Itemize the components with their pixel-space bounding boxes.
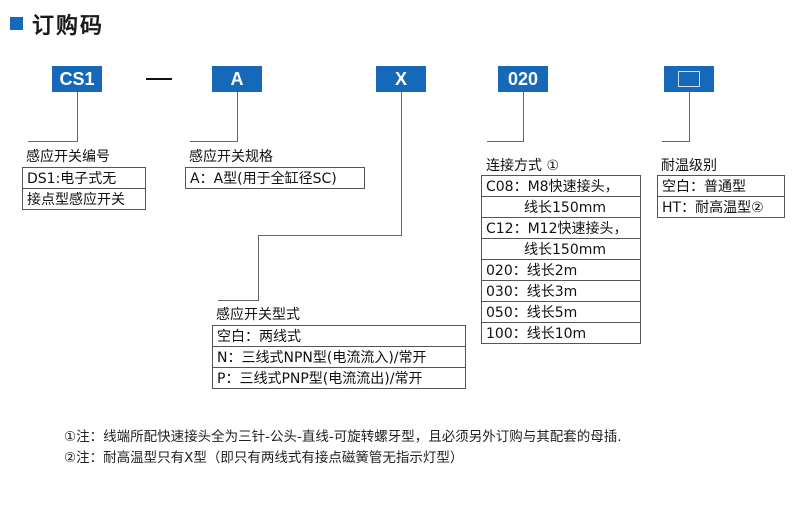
connector-line <box>77 92 78 142</box>
code-series: CS1 <box>59 68 95 89</box>
table-cell: C08：M8快速接头， <box>481 175 641 197</box>
sensor-spec-title: 感应开关规格 <box>189 149 273 165</box>
code-type: X <box>394 68 407 89</box>
code-sensor-box: A <box>212 66 262 92</box>
table-cell: 空白：两线式 <box>212 325 466 347</box>
table-cell: 接点型感应开关 <box>22 188 146 210</box>
table-cell: A：A型(用于全缸径SC) <box>185 167 365 189</box>
sensor-type-title: 感应开关型式 <box>216 307 300 323</box>
code-temp-box <box>664 66 714 92</box>
connector-line <box>523 92 524 142</box>
table-cell: DS1:电子式无 <box>22 167 146 189</box>
code-temp-blank <box>678 71 700 87</box>
connector-line <box>190 141 238 142</box>
title-marker <box>10 17 23 30</box>
footnote-2: ②注：耐高温型只有X型（即只有两线式有接点磁簧管无指示灯型） <box>64 450 464 466</box>
table-cell: 线长150mm <box>481 196 641 218</box>
table-cell: 050：线长5m <box>481 301 641 323</box>
table-cell: N：三线式NPN型(电流流入)/常开 <box>212 346 466 368</box>
code-dash <box>146 78 172 80</box>
table-cell: P：三线式PNP型(电流流出)/常开 <box>212 367 466 389</box>
page-title: 订购码 <box>32 14 105 39</box>
sensor-code-table: DS1:电子式无 接点型感应开关 <box>22 167 146 210</box>
table-cell: 030：线长3m <box>481 280 641 302</box>
connector-line <box>689 92 690 142</box>
connector-line <box>237 92 238 142</box>
connector-line <box>258 235 259 301</box>
code-series-box: CS1 <box>52 66 102 92</box>
code-connection: 020 <box>507 68 539 89</box>
connector-line <box>258 235 402 236</box>
table-cell: 100：线长10m <box>481 322 641 344</box>
footnote-1: ①注：线端所配快速接头全为三针-公头-直线-可旋转螺牙型，且必须另外订购与其配套… <box>64 429 622 445</box>
table-cell: 020：线长2m <box>481 259 641 281</box>
connection-title: 连接方式 ① <box>486 158 560 174</box>
sensor-spec-table: A：A型(用于全缸径SC) <box>185 167 365 189</box>
temp-title: 耐温级别 <box>661 158 717 174</box>
code-connection-box: 020 <box>498 66 548 92</box>
table-cell: 线长150mm <box>481 238 641 260</box>
code-type-box: X <box>376 66 426 92</box>
sensor-type-table: 空白：两线式 N：三线式NPN型(电流流入)/常开 P：三线式PNP型(电流流出… <box>212 325 466 389</box>
connector-line <box>662 141 690 142</box>
connector-line <box>487 141 524 142</box>
table-cell: C12：M12快速接头， <box>481 217 641 239</box>
code-sensor: A <box>230 68 244 89</box>
connector-line <box>28 141 78 142</box>
sensor-code-title: 感应开关编号 <box>26 149 110 165</box>
table-cell: HT：耐高温型② <box>657 196 785 218</box>
table-cell: 空白：普通型 <box>657 175 785 197</box>
connector-line <box>218 300 259 301</box>
connector-line <box>401 92 402 236</box>
connection-table: C08：M8快速接头， 线长150mm C12：M12快速接头， 线长150mm… <box>481 175 641 344</box>
temp-table: 空白：普通型 HT：耐高温型② <box>657 175 785 218</box>
